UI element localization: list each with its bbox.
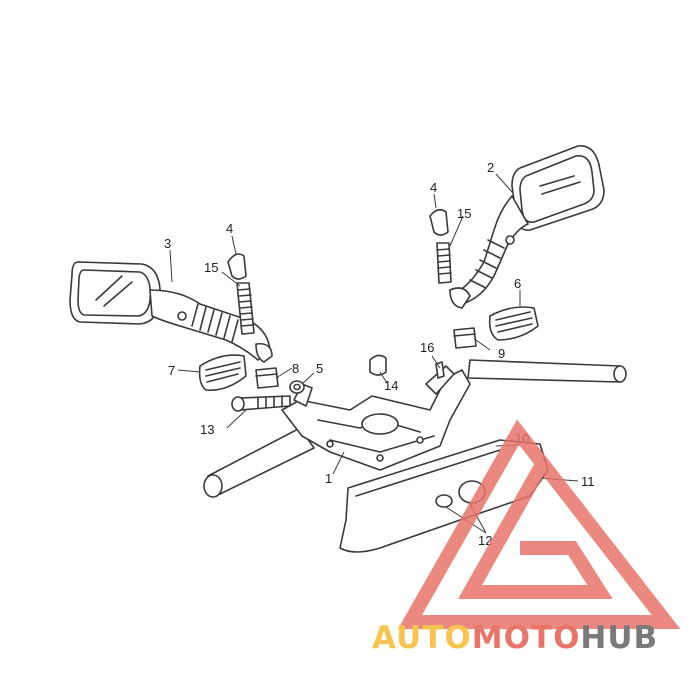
part-label: 14 <box>384 378 398 393</box>
part-label: 9 <box>498 346 505 361</box>
handlebar-tube <box>203 359 627 498</box>
right-bushing <box>453 327 477 349</box>
part-label: 16 <box>420 340 434 355</box>
watermark-moto: MOTO <box>472 620 581 656</box>
spacer-nut <box>369 354 387 376</box>
right-lever-cover <box>488 306 539 341</box>
part-label: 11 <box>581 474 595 489</box>
part-label: 2 <box>487 160 494 175</box>
right-nut <box>429 208 449 236</box>
part-label: 15 <box>204 260 218 275</box>
left-nut <box>227 253 247 280</box>
part-label: 6 <box>514 276 521 291</box>
part-label: 8 <box>292 361 299 376</box>
left-bushing <box>255 367 279 389</box>
part-label: 3 <box>164 236 171 251</box>
part-label: 12 <box>478 533 492 548</box>
part-label: 4 <box>430 180 437 195</box>
part-label: 5 <box>316 361 323 376</box>
part-label: 7 <box>168 363 175 378</box>
left-lever-cover <box>198 354 247 392</box>
watermark-hub: HUB <box>580 620 658 656</box>
right-mirror <box>449 145 605 309</box>
handlebar-bracket <box>281 365 471 471</box>
part-labels: 1 2 3 4 4 5 6 7 8 9 10 11 12 13 14 15 15… <box>164 160 595 548</box>
watermark: AUTOMOTOHUB <box>372 419 681 656</box>
left-screw <box>236 282 255 335</box>
part-label: 13 <box>200 422 214 437</box>
part-label: 1 <box>325 471 332 486</box>
small-screw <box>435 361 445 379</box>
part-label: 4 <box>226 221 233 236</box>
watermark-logo <box>397 419 681 629</box>
watermark-auto: AUTO <box>372 620 472 656</box>
left-mirror <box>69 261 273 363</box>
watermark-text: AUTOMOTOHUB <box>372 620 658 656</box>
right-screw <box>436 242 452 284</box>
bolt <box>231 395 291 412</box>
part-label: 15 <box>457 206 471 221</box>
washer <box>289 380 305 394</box>
